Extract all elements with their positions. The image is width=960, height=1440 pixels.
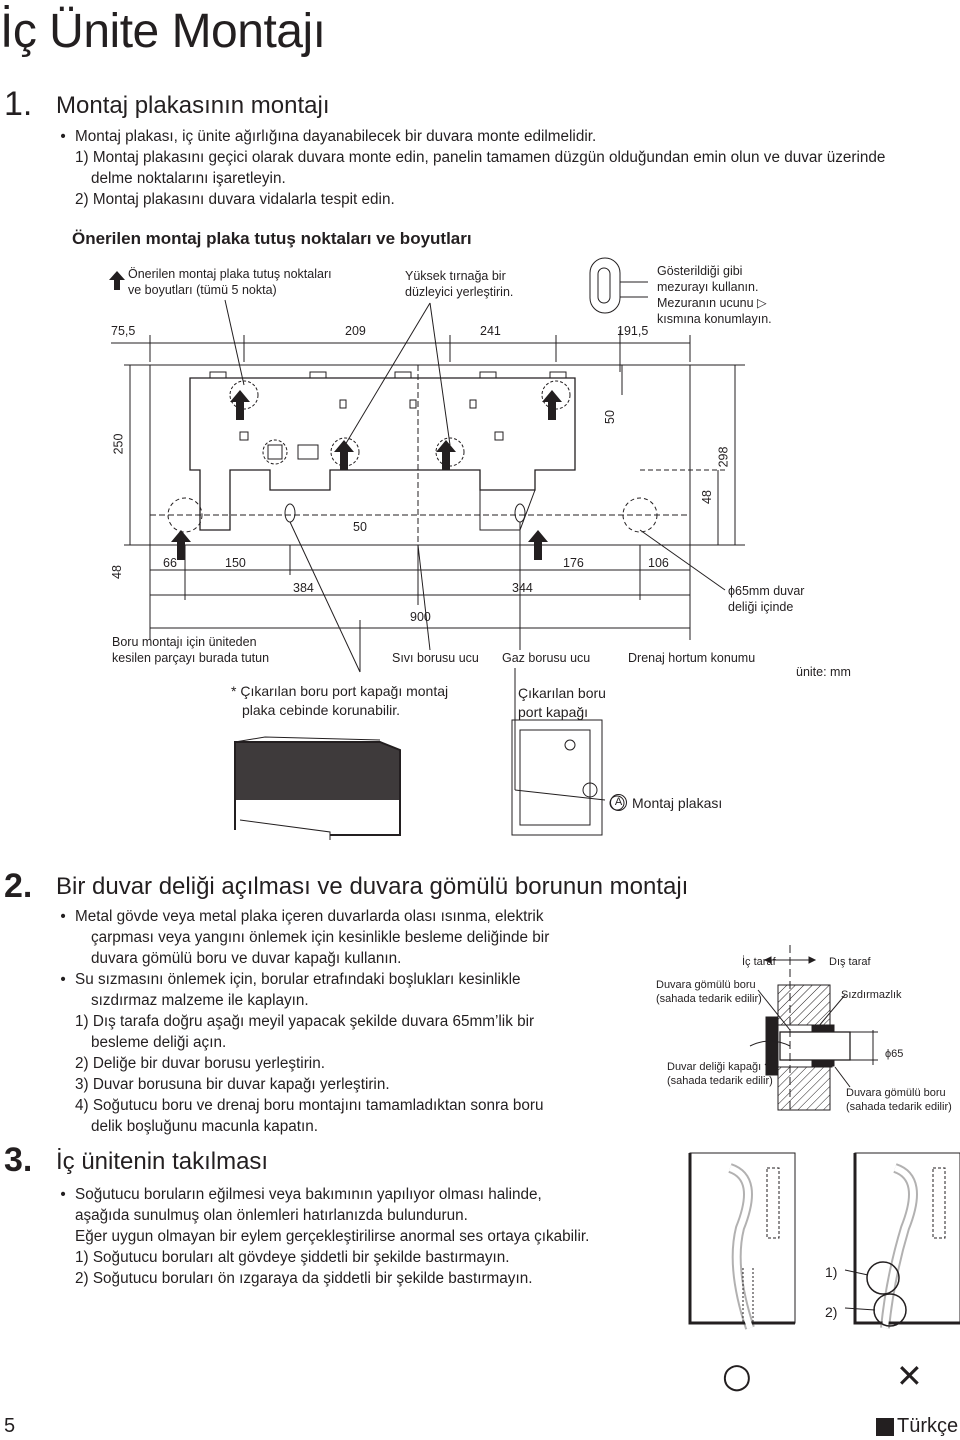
language-label: Türkçe bbox=[897, 1415, 959, 1437]
dim-75-5: 75,5 bbox=[111, 324, 136, 338]
dim-384: 384 bbox=[293, 581, 314, 595]
page-title: İç Ünite Montajı bbox=[0, 5, 326, 58]
label-inside: İç taraf bbox=[742, 956, 776, 968]
dim-209: 209 bbox=[345, 324, 366, 338]
mounting-plate-diagram bbox=[109, 257, 745, 840]
note-mounting-points: Önerilen montaj plaka tutuş noktaları ve… bbox=[128, 267, 332, 297]
dim-48-right: 48 bbox=[699, 490, 714, 504]
label-gas-pipe: Gaz borusu ucu bbox=[502, 651, 591, 665]
section3-number: 3. bbox=[4, 1141, 33, 1179]
label-embedded-pipe: Duvara gömülü boru (sahada tedarik edili… bbox=[656, 979, 762, 1005]
dim-106: 106 bbox=[648, 556, 669, 570]
label-embedded-pipe-outside: Duvara gömülü boru (sahada tedarik edili… bbox=[846, 1087, 952, 1113]
dim-48-left: 48 bbox=[109, 565, 124, 579]
note-leveler: Yüksek tırnağa bir düzleyici yerleştirin… bbox=[405, 269, 514, 299]
label-outside: Dış taraf bbox=[829, 956, 871, 968]
section1-subtitle: Önerilen montaj plaka tutuş noktaları ve… bbox=[72, 229, 472, 248]
label-liquid-pipe: Sıvı borusu ucu bbox=[392, 651, 479, 665]
dim-50-center: 50 bbox=[353, 520, 367, 534]
dim-176: 176 bbox=[563, 556, 584, 570]
plate-outline bbox=[149, 364, 691, 546]
installation-figures bbox=[688, 1152, 960, 1330]
section3-title: İç ünitenin takılması bbox=[56, 1148, 269, 1175]
correct-icon: ○ bbox=[722, 1356, 752, 1396]
section3-text: •Soğutucu boruların eğilmesi veya bakımı… bbox=[60, 1186, 590, 1287]
dim-191-5: 191,5 bbox=[617, 324, 649, 338]
wall-hole-diagram bbox=[749, 945, 878, 1111]
label-port-cover: Çıkarılan boru port kapağı bbox=[518, 685, 606, 720]
fig-label-1: 1) bbox=[825, 1264, 838, 1280]
label-phi65: ϕ65 bbox=[885, 1048, 904, 1060]
section1-bullet: Montaj plakası, iç ünite ağırlığına daya… bbox=[75, 128, 597, 145]
section2-number: 2. bbox=[4, 867, 33, 905]
dim-66: 66 bbox=[163, 556, 177, 570]
section2-text: •Metal gövde veya metal plaka içeren duv… bbox=[60, 908, 550, 1135]
section1-step1-line1: 1) Montaj plakasını geçici olarak duvara… bbox=[75, 149, 886, 166]
section1-number: 1. bbox=[4, 85, 33, 123]
fig-label-2: 2) bbox=[825, 1304, 838, 1320]
dim-150: 150 bbox=[225, 556, 246, 570]
dim-50-right: 50 bbox=[602, 410, 617, 424]
label-drain-hose: Drenaj hortum konumu bbox=[628, 651, 756, 665]
plate-marker: A bbox=[610, 794, 627, 811]
section1-title: Montaj plakasının montajı bbox=[56, 92, 330, 119]
incorrect-icon: ✕ bbox=[896, 1357, 923, 1395]
label-cut-section: Boru montajı için üniteden kesilen parça… bbox=[112, 635, 270, 665]
dim-344: 344 bbox=[512, 581, 533, 595]
page-number: 5 bbox=[4, 1415, 16, 1437]
dim-250: 250 bbox=[111, 433, 126, 455]
note-tape-measure: Gösterildiği gibi mezurayı kullanın. Mez… bbox=[657, 264, 772, 326]
section2-title: Bir duvar deliği açılması ve duvara gömü… bbox=[56, 873, 689, 900]
label-mounting-plate: Montaj plakası bbox=[632, 795, 723, 811]
unit-label: ünite: mm bbox=[796, 665, 851, 679]
dim-298: 298 bbox=[716, 446, 731, 468]
label-wall-cap: Duvar deliği kapağı (sahada tedarik edil… bbox=[667, 1061, 773, 1087]
label-sealant: Sızdırmazlık bbox=[841, 989, 902, 1001]
section1-step1-line2: delme noktalarını işaretleyin. bbox=[91, 170, 286, 187]
note-port-cover-storage: * Çıkarılan boru port kapağı montaj plak… bbox=[231, 683, 449, 718]
language-square-icon bbox=[876, 1418, 894, 1436]
note-hole-diameter: ϕ65mm duvar deliği içinde bbox=[728, 584, 805, 614]
dim-241: 241 bbox=[480, 324, 501, 338]
dim-900: 900 bbox=[410, 610, 431, 624]
section1-step2: 2) Montaj plakasını duvara vidalarla tes… bbox=[75, 191, 395, 208]
section1-text: •Montaj plakası, iç ünite ağırlığına day… bbox=[58, 126, 938, 210]
